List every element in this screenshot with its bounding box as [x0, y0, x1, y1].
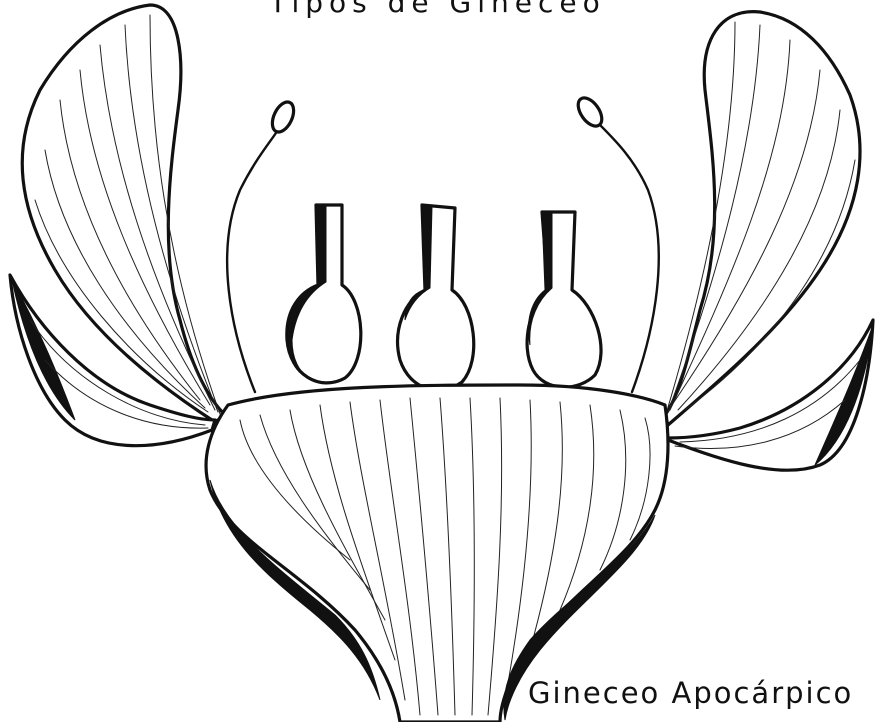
- figure-title: Tipos de Gineceo: [0, 0, 875, 19]
- right-upper-petal: [665, 12, 860, 425]
- receptacle: [206, 385, 668, 722]
- carpel-left: [287, 205, 361, 383]
- title-region: Tipos de Gineceo: [0, 0, 875, 24]
- figure-caption: Gineceo Apocárpico: [528, 676, 873, 710]
- carpel-right: [527, 212, 601, 387]
- carpel-center: [398, 205, 474, 390]
